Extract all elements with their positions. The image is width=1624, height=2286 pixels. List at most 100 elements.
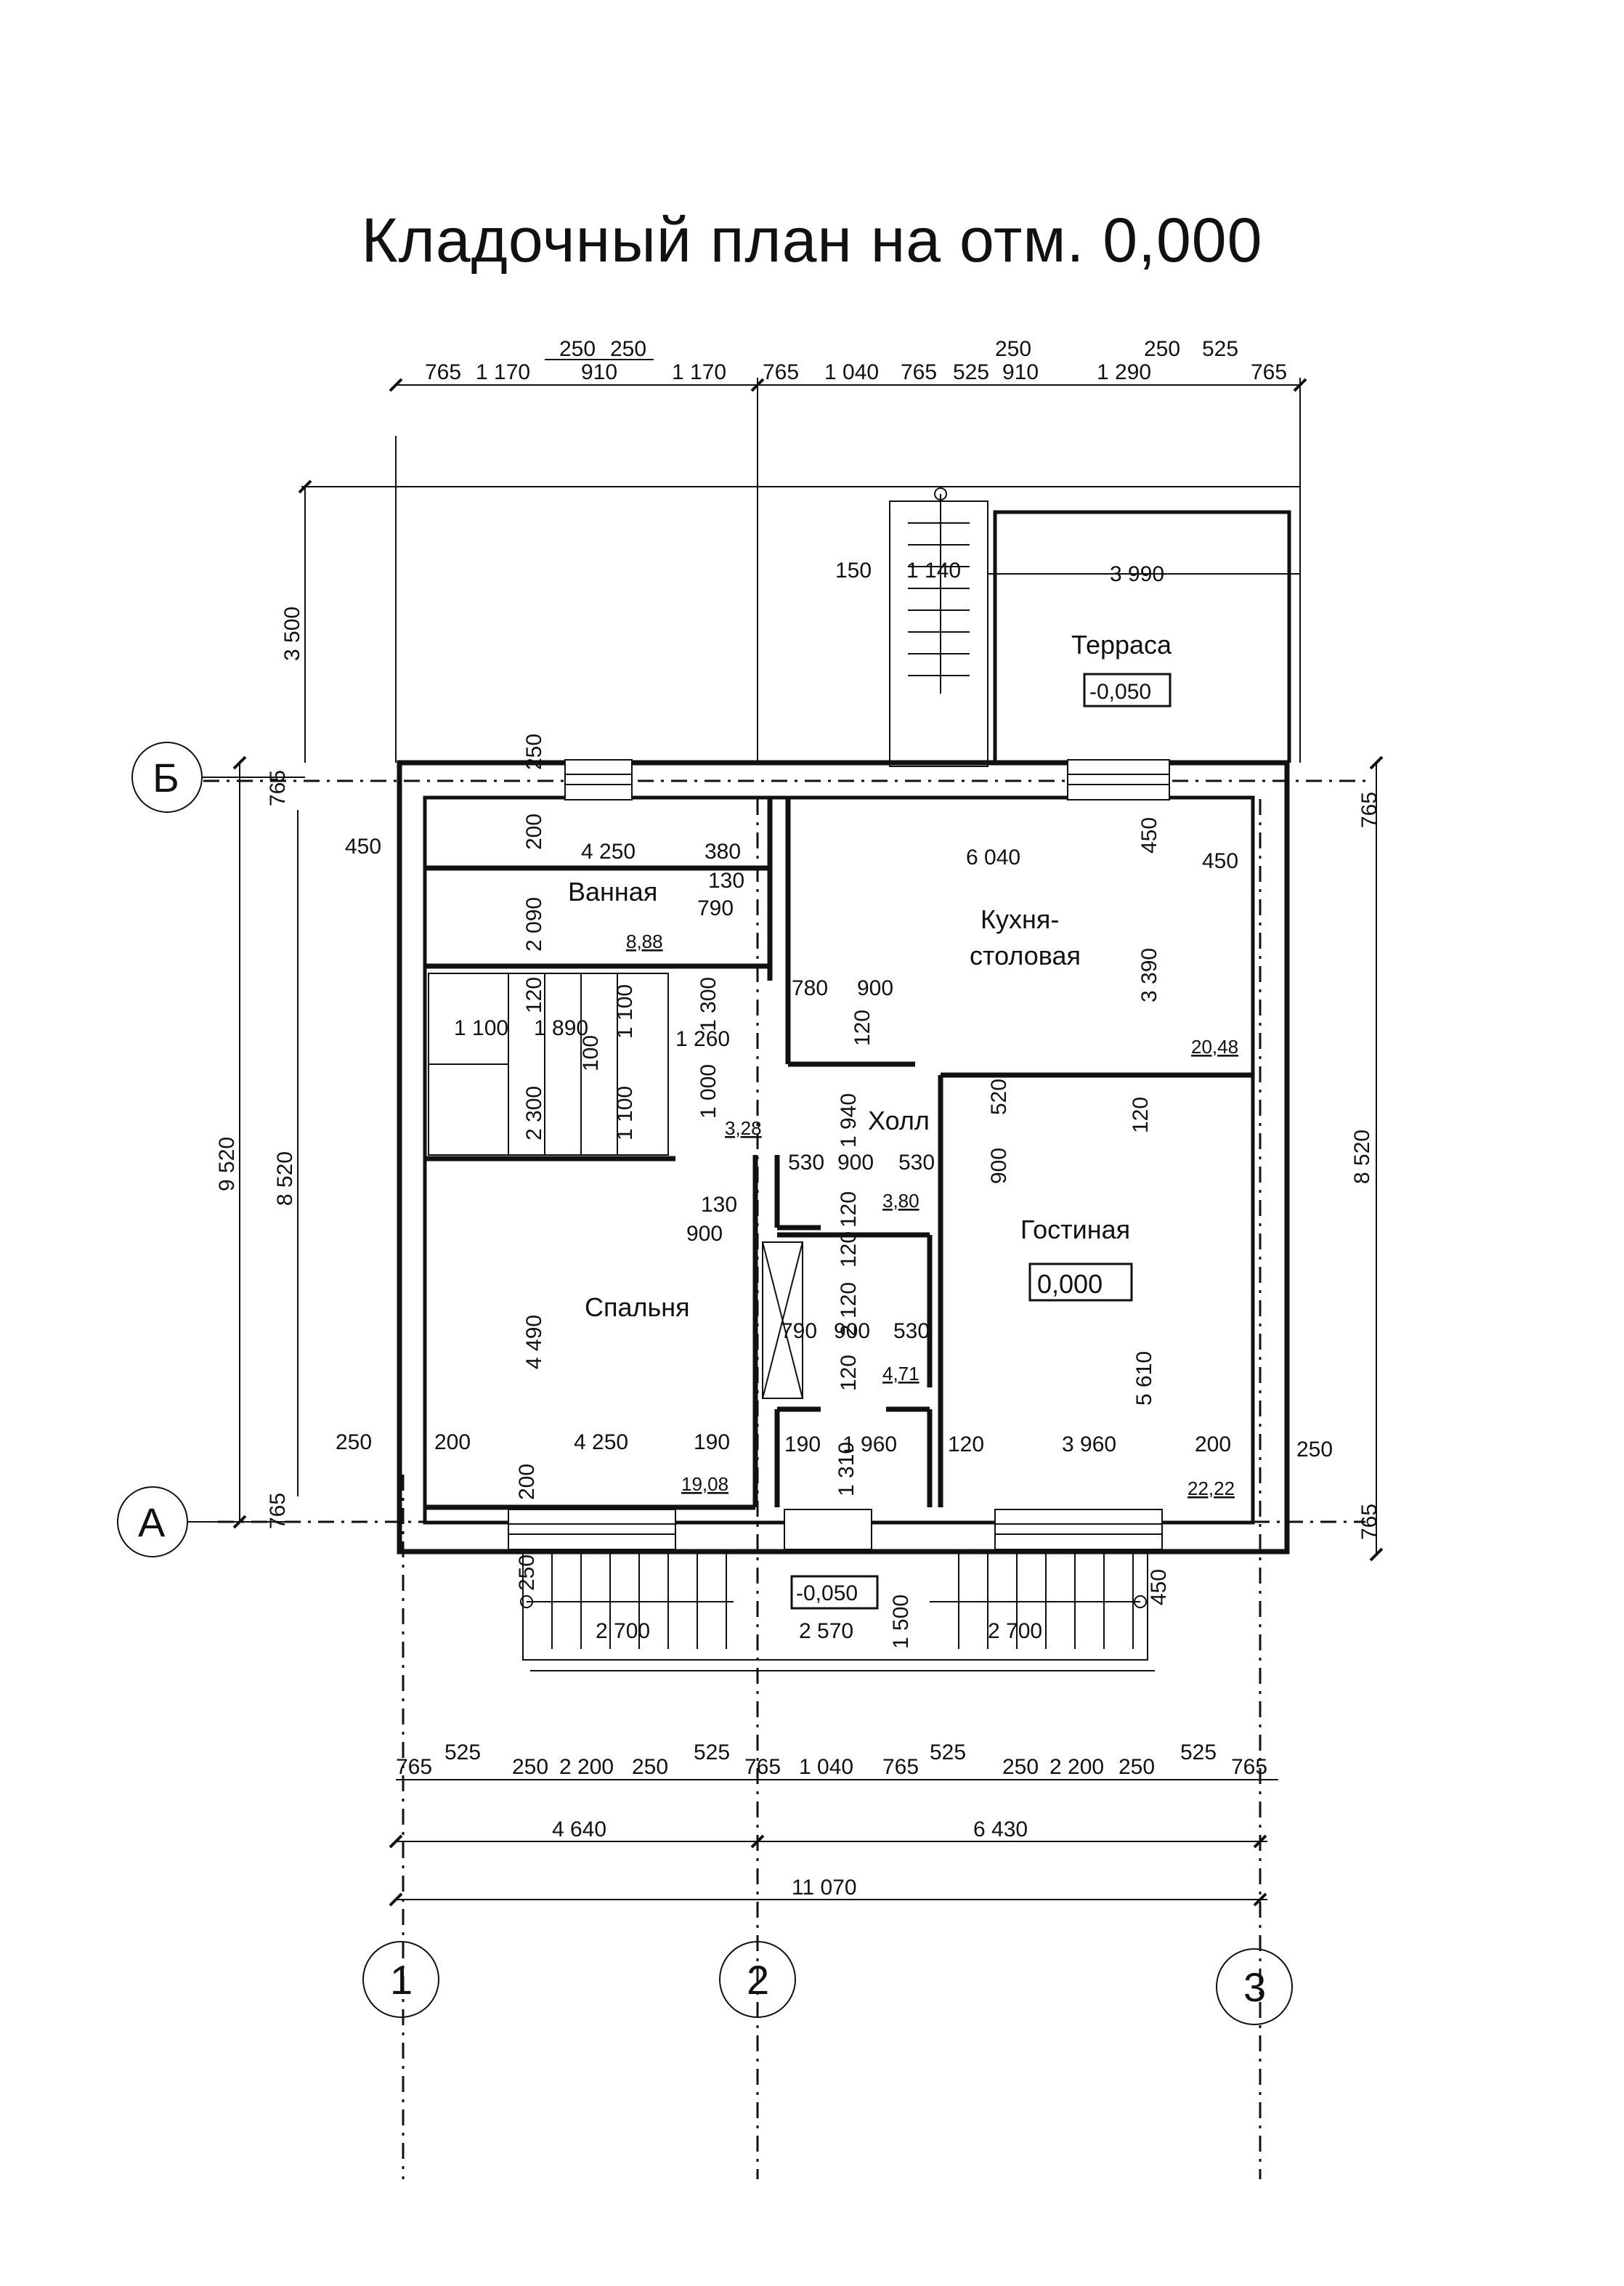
dim: 3 390	[1137, 948, 1161, 1002]
dim: 200	[522, 814, 546, 850]
dim: 250	[522, 734, 546, 770]
dim: 525	[694, 1740, 730, 1764]
dim: 120	[837, 1355, 861, 1391]
axis-label-A: А	[138, 1499, 166, 1545]
window	[564, 759, 633, 800]
dim: 525	[1180, 1740, 1217, 1764]
room-area-living: 22,22	[1187, 1478, 1235, 1499]
dim: 765	[882, 1755, 919, 1779]
dim: 200	[434, 1430, 471, 1454]
drawing-title: Кладочный план на отм. 0,000	[361, 206, 1263, 275]
dim: 1 100	[613, 984, 637, 1039]
dim: 250	[995, 337, 1031, 361]
dim: 1 890	[534, 1016, 588, 1040]
dim: 520	[987, 1079, 1011, 1115]
dim: 250	[610, 337, 646, 361]
dim: 9 520	[215, 1137, 239, 1191]
dim: 250	[1002, 1755, 1039, 1779]
room-area-kitchen: 20,48	[1191, 1036, 1238, 1058]
dim: 2 700	[988, 1619, 1042, 1643]
dim: 250	[512, 1755, 548, 1779]
dim: 8 520	[1350, 1130, 1374, 1184]
dim: 1 940	[837, 1093, 861, 1148]
dim: 530	[898, 1151, 935, 1175]
axis-marker-2	[719, 1941, 796, 2018]
dim: 120	[522, 977, 546, 1013]
dim: 525	[953, 360, 989, 384]
room-name-terrace: Терраса	[1071, 630, 1172, 660]
dim: 6 040	[966, 846, 1020, 870]
dim: 765	[901, 360, 937, 384]
dim: 910	[1002, 360, 1039, 384]
dim: 2 200	[559, 1755, 614, 1779]
dim: 1 310	[835, 1442, 858, 1496]
dim: 250	[1144, 337, 1180, 361]
dim: 1 040	[824, 360, 879, 384]
dim: 120	[837, 1191, 861, 1228]
dim: 190	[784, 1432, 821, 1456]
level-terrace: -0,050	[1089, 680, 1151, 704]
dim: 200	[515, 1464, 539, 1500]
dim: 1 140	[906, 559, 961, 583]
dim: 790	[781, 1319, 817, 1343]
dim: 765	[1357, 1504, 1381, 1540]
dim: 380	[705, 840, 741, 864]
dim: 780	[792, 976, 828, 1000]
window	[508, 1509, 676, 1550]
dim: 4 640	[552, 1817, 606, 1841]
dim: 120	[1129, 1097, 1153, 1133]
dim: 250	[1118, 1755, 1155, 1779]
dim: 1 170	[476, 360, 530, 384]
room-name-living: Гостиная	[1020, 1215, 1130, 1244]
dim: 1 300	[697, 977, 720, 1031]
room-name-hall: Холл	[868, 1106, 930, 1135]
dim: 450	[1147, 1569, 1171, 1605]
entrance-door	[784, 1509, 872, 1550]
dim: 2 700	[596, 1619, 650, 1643]
dim: 1 960	[843, 1432, 897, 1456]
room-name-kitchen-1: Кухня-	[981, 904, 1059, 934]
dim: 765	[266, 1493, 290, 1529]
room-area-bedroom: 19,08	[681, 1473, 728, 1495]
dim: 765	[744, 1755, 781, 1779]
dim: 3 500	[280, 607, 304, 661]
dim: 4 490	[522, 1315, 546, 1369]
level-box-floor	[1028, 1262, 1133, 1302]
dim: 120	[850, 1010, 874, 1046]
dim: 2 090	[522, 897, 546, 952]
axis-label-2: 2	[747, 1957, 769, 2003]
level-porch: -0,050	[796, 1581, 858, 1605]
dim: 120	[948, 1432, 984, 1456]
dim: 790	[697, 896, 734, 920]
dim: 1 100	[613, 1086, 637, 1140]
dim: 2 120	[837, 1282, 861, 1337]
dim: 2 200	[1049, 1755, 1104, 1779]
dim: 250	[515, 1555, 539, 1591]
dim: 3 960	[1062, 1432, 1116, 1456]
dim: 5 610	[1132, 1351, 1156, 1406]
dim: 765	[396, 1755, 432, 1779]
level-box-porch	[790, 1575, 879, 1610]
dim: 250	[632, 1755, 668, 1779]
dim: 450	[1137, 817, 1161, 854]
dim: 900	[686, 1222, 723, 1246]
dim: 1 040	[799, 1755, 853, 1779]
terrace-outline	[993, 510, 1291, 763]
window	[994, 1509, 1163, 1550]
dim: 2 570	[799, 1619, 853, 1643]
dim: 11 070	[792, 1876, 857, 1900]
dim: 900	[857, 976, 893, 1000]
axis-label-3: 3	[1243, 1964, 1266, 2010]
dim: 1 260	[675, 1027, 730, 1051]
dim: 450	[1202, 849, 1238, 873]
dim: 765	[1251, 360, 1287, 384]
room-name-bedroom: Спальня	[585, 1292, 690, 1322]
dim: 3 990	[1110, 562, 1164, 586]
door-to-terrace	[1067, 759, 1170, 800]
dim: 765	[1231, 1755, 1267, 1779]
room-name-bath: Ванная	[568, 877, 657, 907]
room-area-bath: 8,88	[626, 931, 663, 952]
dim: 6 430	[973, 1817, 1028, 1841]
dim: 900	[834, 1319, 870, 1343]
area-closet: 4,71	[882, 1363, 919, 1385]
